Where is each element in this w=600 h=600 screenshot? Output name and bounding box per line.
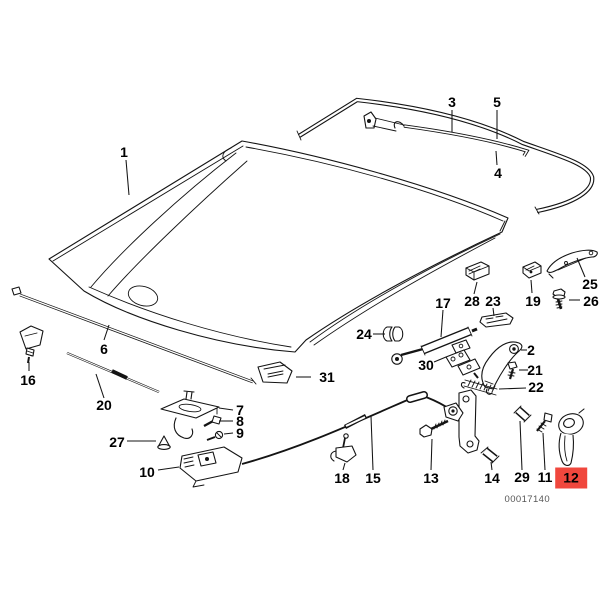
screw-21 [507, 361, 518, 380]
callout-6[interactable]: 6 [100, 341, 108, 357]
clip-28 [465, 261, 490, 281]
screw-26 [552, 288, 566, 310]
callout-17[interactable]: 17 [435, 295, 451, 311]
callout-19[interactable]: 19 [525, 293, 541, 309]
callout-13[interactable]: 13 [423, 470, 439, 486]
plate-23 [479, 312, 514, 328]
callout-5[interactable]: 5 [493, 94, 501, 110]
hinge-plates-30 [445, 339, 481, 379]
release-lever-bracket [443, 389, 480, 454]
hood-lock-upper [160, 390, 224, 441]
callout-16[interactable]: 16 [20, 372, 36, 388]
spacer-29 [513, 405, 532, 423]
callout-25[interactable]: 25 [582, 276, 598, 292]
hood-lock-lower-10 [179, 446, 243, 488]
diagram-code: 00017140 [504, 494, 550, 505]
bushing-14 [480, 446, 500, 464]
screw-11 [536, 412, 553, 433]
callout-31[interactable]: 31 [319, 369, 335, 385]
grommet-19 [522, 261, 542, 279]
callout-14[interactable]: 14 [484, 470, 500, 486]
buffer-31 [257, 361, 293, 384]
callout-11[interactable]: 11 [537, 469, 553, 485]
windshield-seal-assembly [296, 97, 595, 215]
callout-21[interactable]: 21 [527, 362, 543, 378]
callout-3[interactable]: 3 [448, 94, 456, 110]
callout-30[interactable]: 30 [418, 357, 434, 373]
buffer-27 [157, 435, 171, 450]
callout-18[interactable]: 18 [334, 470, 350, 486]
spring-22 [460, 379, 498, 396]
callout-8[interactable]: 8 [236, 413, 244, 429]
callout-9[interactable]: 9 [236, 425, 244, 441]
callout-10[interactable]: 10 [139, 464, 155, 480]
callout-12[interactable]: 12 [555, 467, 587, 489]
callout-29[interactable]: 29 [514, 469, 530, 485]
callout-26[interactable]: 26 [583, 293, 599, 309]
hood-panel [48, 140, 509, 353]
callout-22[interactable]: 22 [528, 379, 544, 395]
leader-lines [28, 110, 586, 471]
callout-4[interactable]: 4 [494, 165, 502, 181]
cable-clip-18 [330, 433, 357, 463]
callout-15[interactable]: 15 [365, 470, 381, 486]
clip-24 [382, 326, 404, 342]
corner-cover-16 [19, 325, 44, 364]
callout-28[interactable]: 28 [464, 293, 480, 309]
callout-2[interactable]: 2 [527, 342, 535, 358]
callout-24[interactable]: 24 [356, 326, 372, 342]
release-handle-12 [558, 408, 585, 466]
callout-23[interactable]: 23 [485, 293, 501, 309]
trim-strip-20 [66, 351, 160, 394]
callout-27[interactable]: 27 [109, 434, 125, 450]
trim-strip-6 [11, 286, 257, 385]
bolt-13 [419, 419, 449, 438]
gas-strut-17 [391, 326, 478, 365]
callout-7[interactable]: 7 [236, 402, 244, 418]
catch-lever-25 [546, 249, 598, 279]
callout-20[interactable]: 20 [96, 397, 112, 413]
callout-1[interactable]: 1 [120, 144, 128, 160]
